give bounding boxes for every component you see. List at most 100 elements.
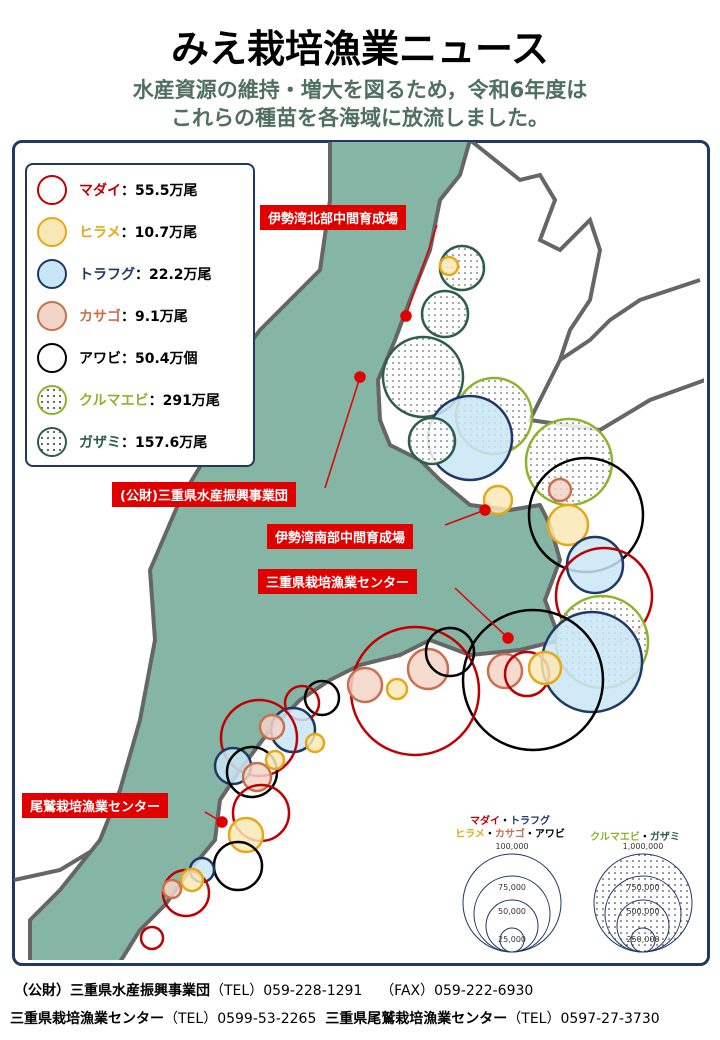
scale-shrimp-title: クルマエビ・ガザミ [585,828,685,843]
release-circle [527,650,563,686]
scale-label: アワビ [534,829,565,840]
legend-item: トラフグ：22.2万尾 [37,259,212,289]
legend-item: ヒラメ：10.7万尾 [37,217,197,247]
scale-label: クルマエビ [590,832,640,843]
footer-tel: （TEL）059-228-1291 [210,983,363,999]
scale-value: 750,000 [626,883,659,892]
legend-swatch-icon [37,427,67,457]
release-circle [225,745,279,799]
release-circle [161,878,183,900]
map-frame [12,140,710,966]
scale-value: 100,000 [495,842,528,851]
scale-label: ガザミ [649,832,680,843]
facility-dot [400,310,412,322]
legend-item: マダイ：55.5万尾 [37,175,198,205]
legend-swatch-icon [37,301,67,331]
footer-tel: （TEL）0597-27-3730 [507,1011,660,1027]
legend-species: クルマエビ [79,393,149,409]
subtitle-line-2: これらの種苗を各海域に放流しました。 [171,106,549,130]
scale-label: ・ [500,816,510,827]
scale-label: ・ [524,829,535,840]
release-circle [304,732,326,754]
legend-item: カサゴ：9.1万尾 [37,301,188,331]
page-title: みえ栽培漁業ニュース [170,27,550,71]
scale-label: カサゴ [494,829,525,840]
legend-item: クルマエビ：291万尾 [37,385,220,415]
legend-amount: ：291万尾 [148,393,220,409]
facility-label: (公財)三重県水産振興事業団 [112,482,296,507]
species-legend: マダイ：55.5万尾ヒラメ：10.7万尾トラフグ：22.2万尾カサゴ：9.1万尾… [25,163,255,467]
facility-dot [216,816,228,828]
legend-amount: ：50.4万個 [121,351,198,367]
facility-label: 伊勢湾南部中間育成場 [267,524,414,549]
release-circle [139,925,165,951]
scale-value: 75,000 [498,883,526,892]
footer-org: 三重県栽培漁業センター [10,1011,164,1027]
facility-label: 伊勢湾北部中間育成場 [260,205,407,230]
release-circle [407,416,457,466]
scale-circle [499,927,525,953]
release-circle [346,666,384,704]
legend-amount: ：9.1万尾 [121,309,188,325]
release-circle [438,255,460,277]
footer-fax: （FAX）059-222-6930 [380,983,534,999]
mie-land [28,142,562,960]
legend-item: ガザミ：157.6万尾 [37,427,207,457]
release-circle [227,816,265,854]
release-circle [565,535,625,595]
facility-label: 三重県栽培漁業センター [258,569,418,594]
scale-value: 25,000 [498,935,526,944]
release-circle [547,477,573,503]
legend-species: ガザミ [79,435,121,451]
release-circle [258,713,286,741]
legend-swatch-icon [37,175,67,205]
subtitle-line-1: 水産資源の維持・増大を図るため，令和6年度は [132,78,588,102]
legend-swatch-icon [37,343,67,373]
scale-value: 250,000 [626,935,659,944]
legend-swatch-icon [37,217,67,247]
scale-label: トラフグ [510,816,550,827]
scale-label: ・ [639,832,650,843]
legend-amount: ：22.2万尾 [135,267,212,283]
release-circle [303,679,341,717]
facility-dot [502,632,514,644]
facility-dot [479,504,491,516]
legend-swatch-icon [37,259,67,289]
legend-swatch-icon [37,385,67,415]
footer-line-1: （公財）三重県水産振興事業団（TEL）059-228-1291 （FAX）059… [14,980,533,1000]
footer-org: 三重県尾鷲栽培漁業センター [325,1011,508,1027]
footer-tel: （TEL）0599-53-2265 [164,1011,317,1027]
legend-amount: ：157.6万尾 [121,435,208,451]
scale-circle [630,927,656,953]
footer-org: （公財）三重県水産振興事業団 [14,983,210,999]
release-circle [424,626,476,678]
legend-item: アワビ：50.4万個 [37,343,198,373]
release-circle [461,608,605,752]
release-circle [546,503,590,547]
legend-amount: ：55.5万尾 [121,183,198,199]
legend-species: マダイ [79,183,121,199]
footer-line-2: 三重県栽培漁業センター（TEL）0599-53-2265 三重県尾鷲栽培漁業セン… [10,1008,660,1028]
release-circle [381,335,465,419]
release-circle [385,677,409,701]
scale-fish-title: マダイ・トラフグ ヒラメ・カサゴ・アワビ [450,815,570,841]
facility-dot [354,371,366,383]
legend-amount: ：10.7万尾 [120,225,198,241]
release-circle [179,867,205,893]
release-circle [420,289,470,339]
legend-species: トラフグ [79,267,135,283]
scale-value: 1,000,000 [623,842,664,851]
legend-species: ヒラメ [79,225,121,241]
scale-label: ヒラメ [455,829,485,840]
scale-label: ・ [484,829,495,840]
legend-species: カサゴ [79,309,121,325]
scale-label: マダイ [470,816,500,827]
legend-species: アワビ [79,351,121,367]
scale-value: 50,000 [498,907,526,916]
release-circle [406,647,450,691]
facility-label: 尾鷲栽培漁業センター [22,793,169,818]
release-circle [264,749,286,771]
subtitle: 水産資源の維持・増大を図るため，令和6年度はこれらの種苗を各海域に放流しました。 [0,76,720,132]
scale-value: 500,000 [626,907,659,916]
